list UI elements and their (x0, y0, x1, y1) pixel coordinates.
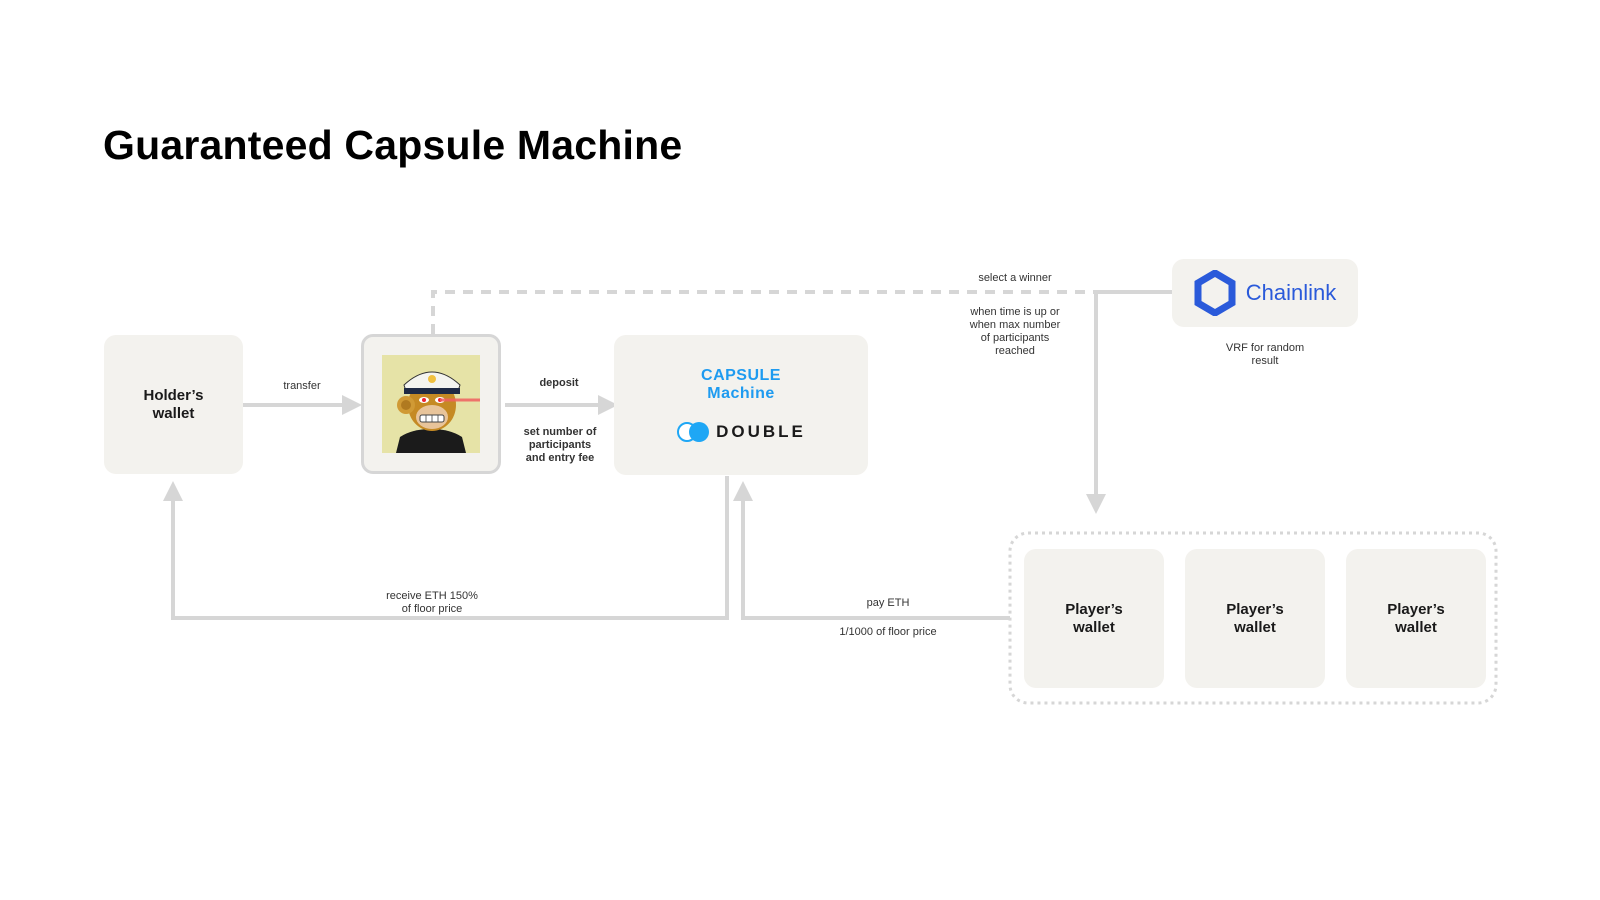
nft-node (361, 334, 501, 474)
select-winner-dashed-line (431, 290, 1096, 334)
player-wallet-label: Player’s wallet (1387, 600, 1445, 636)
double-logo-icon (677, 422, 710, 442)
players-group-border (1008, 531, 1498, 705)
pay-eth-arrow (733, 481, 1010, 620)
chainlink-caption: VRF for random result (1225, 342, 1305, 367)
chainlink-logo-text: Chainlink (1245, 280, 1337, 305)
holder-wallet-node: Holder’s wallet (104, 335, 243, 474)
ape-nft-icon (382, 355, 480, 453)
player-wallet-node: Player’s wallet (1024, 549, 1164, 688)
transfer-label: transfer (283, 380, 321, 392)
receive-eth-label: receive ETH 150% of floor price (386, 590, 478, 615)
capsule-title: CAPSULE (701, 367, 781, 384)
receive-eth-arrow (163, 476, 729, 620)
capsule-subtitle: Machine (707, 385, 775, 402)
deposit-label: deposit (539, 377, 579, 389)
double-logo-text: DOUBLE (716, 422, 806, 441)
chainlink-hexagon-icon (1194, 270, 1236, 316)
page-title: Guaranteed Capsule Machine (103, 122, 683, 168)
player-wallet-node: Player’s wallet (1185, 549, 1325, 688)
player-wallet-node: Player’s wallet (1346, 549, 1486, 688)
pay-eth-label: pay ETH (866, 597, 910, 609)
holder-wallet-label: Holder’s wallet (143, 386, 204, 422)
chainlink-node: Chainlink (1172, 259, 1358, 327)
select-winner-label: select a winner (978, 272, 1052, 284)
set-number-label: set number of participants and entry fee (523, 426, 597, 464)
player-wallet-label: Player’s wallet (1226, 600, 1284, 636)
when-time-up-label: when time is up or when max number of pa… (969, 306, 1061, 357)
player-wallet-label: Player’s wallet (1065, 600, 1123, 636)
double-logo: DOUBLE (676, 421, 806, 443)
capsule-machine-node: CAPSULE Machine DOUBLE (614, 335, 868, 475)
pay-amount-label: 1/1000 of floor price (839, 626, 937, 638)
